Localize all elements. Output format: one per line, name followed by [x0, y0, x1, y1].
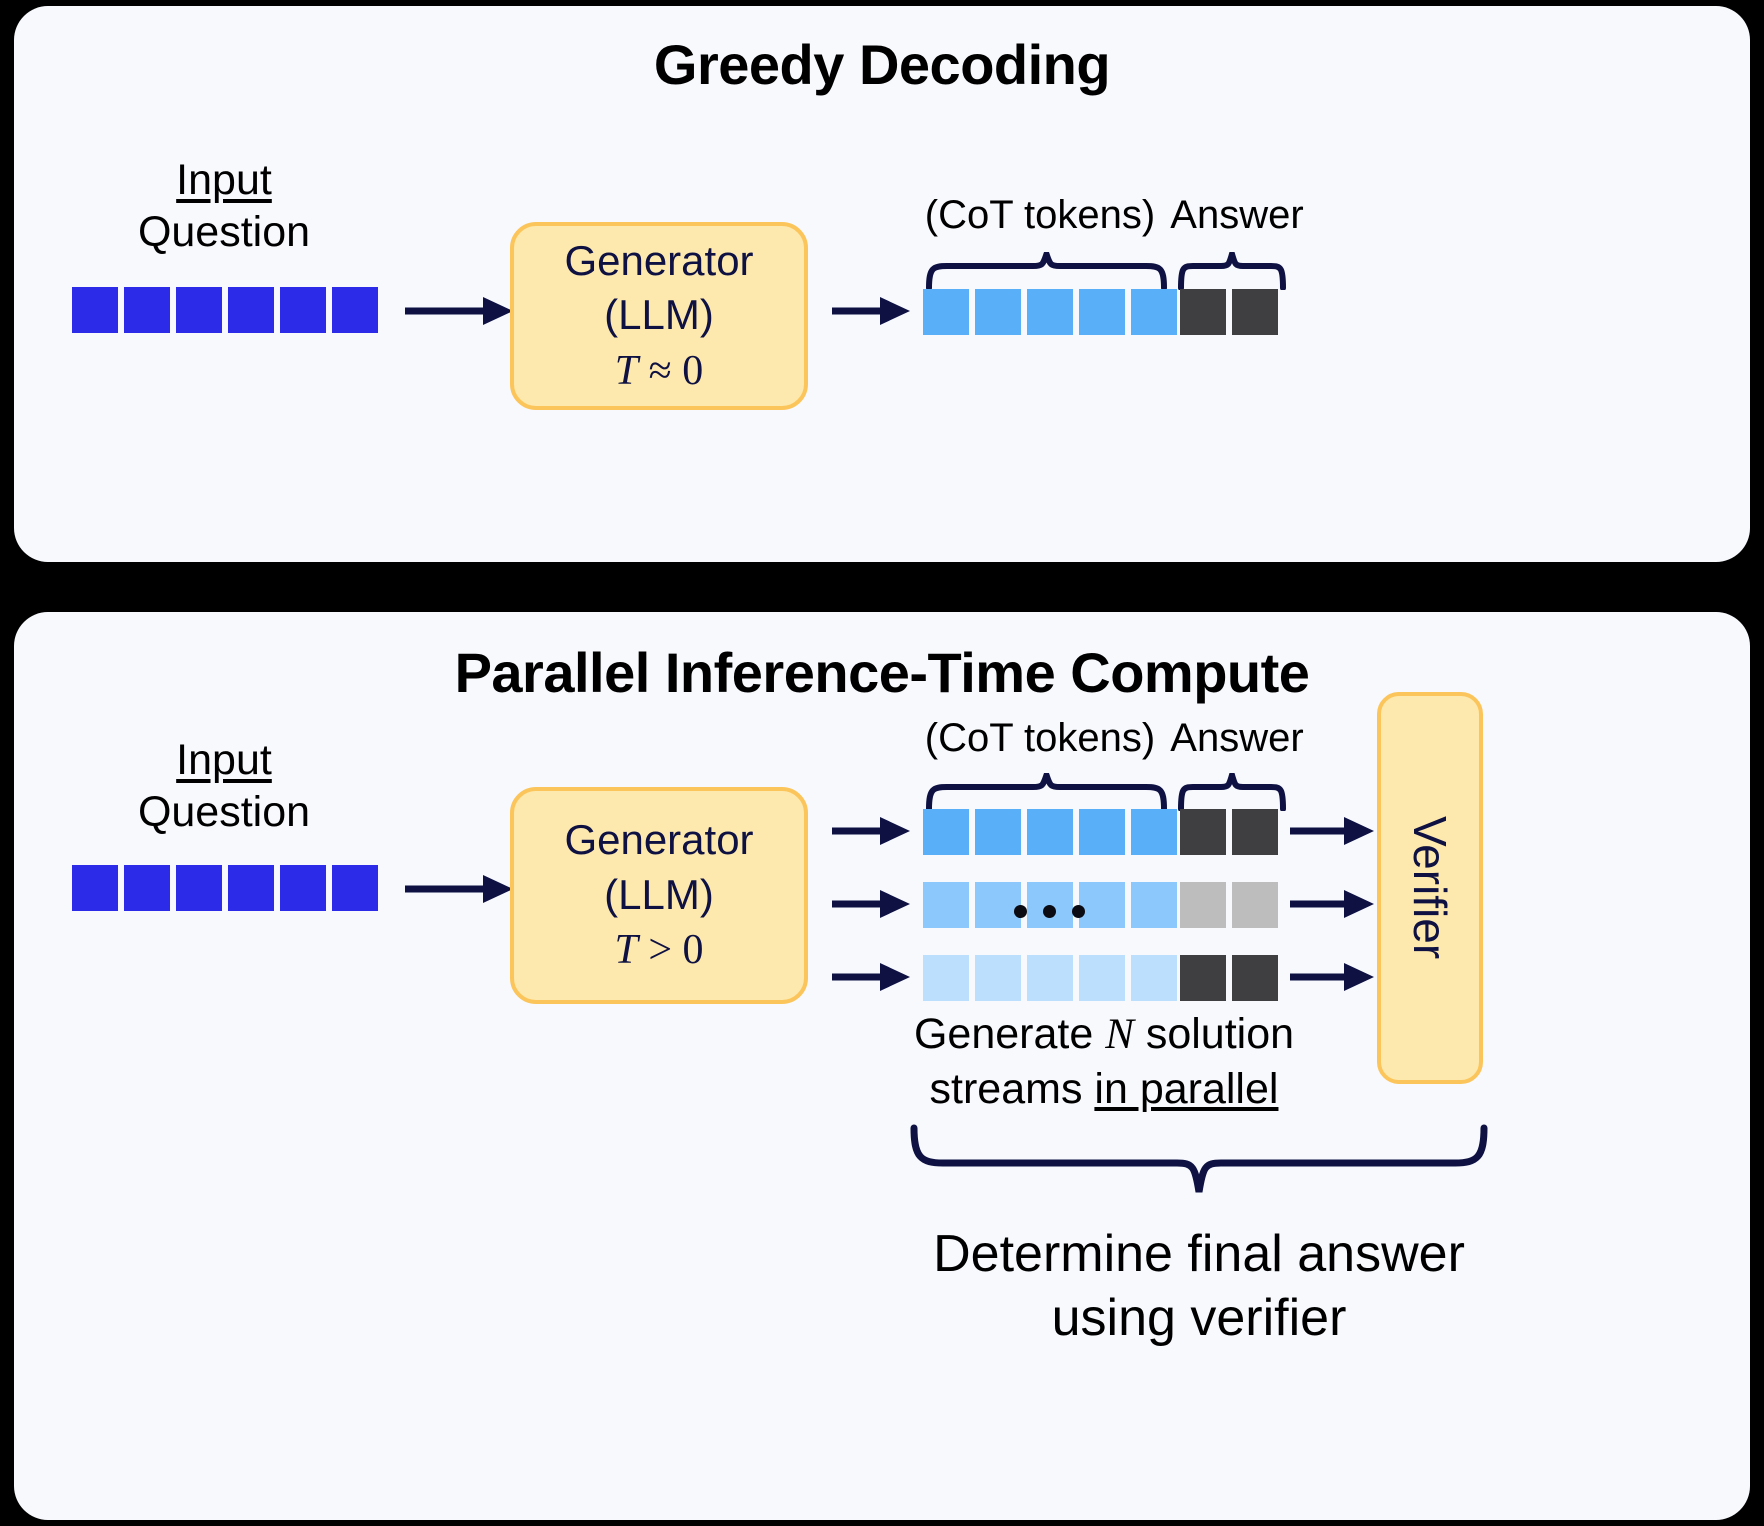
input-token: [72, 287, 118, 333]
input-token: [280, 287, 326, 333]
answer-token-row-stream-3: [1180, 955, 1278, 1001]
cot-token: [1079, 809, 1125, 855]
temperature-var-parallel: T: [614, 927, 638, 974]
caption-pre: Generate: [913, 1010, 1106, 1058]
cot-token: [975, 289, 1021, 335]
answer-token: [1232, 289, 1278, 335]
cot-token: [1131, 809, 1177, 855]
caption-in-parallel: in parallel: [1094, 1065, 1279, 1114]
ellipsis-dot: [1072, 905, 1085, 918]
panel-title-greedy: Greedy Decoding: [653, 33, 1111, 96]
input-token: [176, 865, 222, 911]
cot-token-row-stream-1: [923, 809, 1177, 855]
input-label-line1: Input: [176, 156, 272, 204]
generator-box-parallel: Generator (LLM) T > 0: [510, 787, 808, 1004]
answer-brace-parallel: [1177, 773, 1287, 811]
temperature-value-parallel: 0: [682, 927, 704, 974]
verifier-label: Verifier: [1404, 816, 1456, 960]
temperature-var-greedy: T: [614, 347, 639, 394]
ellipsis-dot: [1014, 905, 1027, 918]
cot-brace-parallel: [925, 773, 1168, 811]
caption-generate-streams: Generate N solution streams in parallel: [894, 1007, 1314, 1117]
panel-title-parallel: Parallel Inference-Time Compute: [454, 641, 1310, 704]
answer-label-greedy: Answer: [1170, 193, 1304, 237]
cot-token: [975, 955, 1021, 1001]
cot-token: [975, 882, 1021, 928]
cot-token: [923, 882, 969, 928]
input-token: [228, 287, 274, 333]
panel-greedy-decoding: Greedy Decoding Input Question Generator…: [14, 6, 1750, 562]
cot-token-row-stream-3: [923, 955, 1177, 1001]
answer-token: [1232, 882, 1278, 928]
answer-token-row-greedy: [1180, 289, 1278, 335]
ellipsis-dot: [1043, 905, 1056, 918]
cot-token-row-stream-2: [923, 882, 1177, 928]
input-token: [176, 287, 222, 333]
ellipsis-more-streams: [1014, 905, 1085, 918]
input-token: [332, 865, 378, 911]
cot-token: [975, 809, 1021, 855]
caption-final-line2: using verifier: [1051, 1289, 1347, 1348]
answer-token-row-stream-2: [1180, 882, 1278, 928]
caption-line2-pre: streams: [929, 1065, 1095, 1114]
cot-token: [923, 289, 969, 335]
input-label-parallel: Input Question: [64, 734, 384, 839]
answer-token: [1180, 289, 1226, 335]
cot-token: [1027, 289, 1073, 335]
cot-token: [1027, 955, 1073, 1001]
input-token-row-greedy: [72, 287, 378, 333]
temperature-op-greedy: ≈: [648, 347, 672, 394]
cot-token: [1131, 882, 1177, 928]
generator-temperature-parallel: T > 0: [564, 922, 753, 978]
input-token-row-parallel: [72, 865, 378, 911]
answer-label-parallel: Answer: [1170, 716, 1304, 760]
caption-final-line1: Determine final answer: [933, 1225, 1465, 1283]
cot-token: [923, 955, 969, 1001]
temperature-op-parallel: >: [648, 927, 673, 974]
answer-token: [1180, 809, 1226, 855]
cot-token: [1079, 289, 1125, 335]
verifier-box: Verifier: [1377, 692, 1483, 1084]
cot-token: [1079, 955, 1125, 1001]
cot-tokens-label-parallel: (CoT tokens): [924, 716, 1156, 760]
answer-token: [1180, 955, 1226, 1001]
final-answer-brace: [909, 1123, 1489, 1197]
temperature-value-greedy: 0: [682, 347, 704, 394]
generator-line2-parallel: (LLM): [604, 870, 714, 918]
cot-token: [923, 809, 969, 855]
input-token: [124, 287, 170, 333]
caption-n-var: N: [1105, 1011, 1134, 1058]
cot-token: [1131, 955, 1177, 1001]
caption-generate-line1: Generate N solution: [894, 1007, 1314, 1062]
answer-token: [1232, 955, 1278, 1001]
generator-box-greedy: Generator (LLM) T ≈ 0: [510, 222, 808, 410]
answer-token-row-stream-1: [1180, 809, 1278, 855]
caption-mid: solution: [1133, 1010, 1295, 1058]
input-token: [124, 865, 170, 911]
generator-line1-parallel: Generator: [564, 816, 754, 864]
caption-determine-final-answer: Determine final answer using verifier: [899, 1222, 1499, 1351]
input-label-line2-parallel: Question: [137, 788, 311, 837]
cot-token-row-greedy: [923, 289, 1177, 335]
input-label-greedy: Input Question: [64, 154, 384, 259]
input-label-line1-parallel: Input: [176, 736, 272, 784]
answer-token: [1232, 809, 1278, 855]
input-token: [280, 865, 326, 911]
input-token: [228, 865, 274, 911]
cot-token: [1131, 289, 1177, 335]
input-token: [72, 865, 118, 911]
input-token: [332, 287, 378, 333]
cot-tokens-label-greedy: (CoT tokens): [924, 193, 1156, 237]
cot-brace-greedy: [925, 252, 1168, 290]
answer-brace-greedy: [1177, 252, 1287, 290]
generator-line1-greedy: Generator: [564, 236, 754, 284]
generator-line2-greedy: (LLM): [604, 291, 714, 339]
caption-generate-line2: streams in parallel: [894, 1062, 1314, 1117]
input-label-line2: Question: [137, 208, 311, 257]
generator-temperature-greedy: T ≈ 0: [564, 343, 753, 399]
cot-token: [1079, 882, 1125, 928]
panel-parallel-inference-time-compute: Parallel Inference-Time Compute Input Qu…: [14, 612, 1750, 1520]
cot-token: [1027, 809, 1073, 855]
answer-token: [1180, 882, 1226, 928]
